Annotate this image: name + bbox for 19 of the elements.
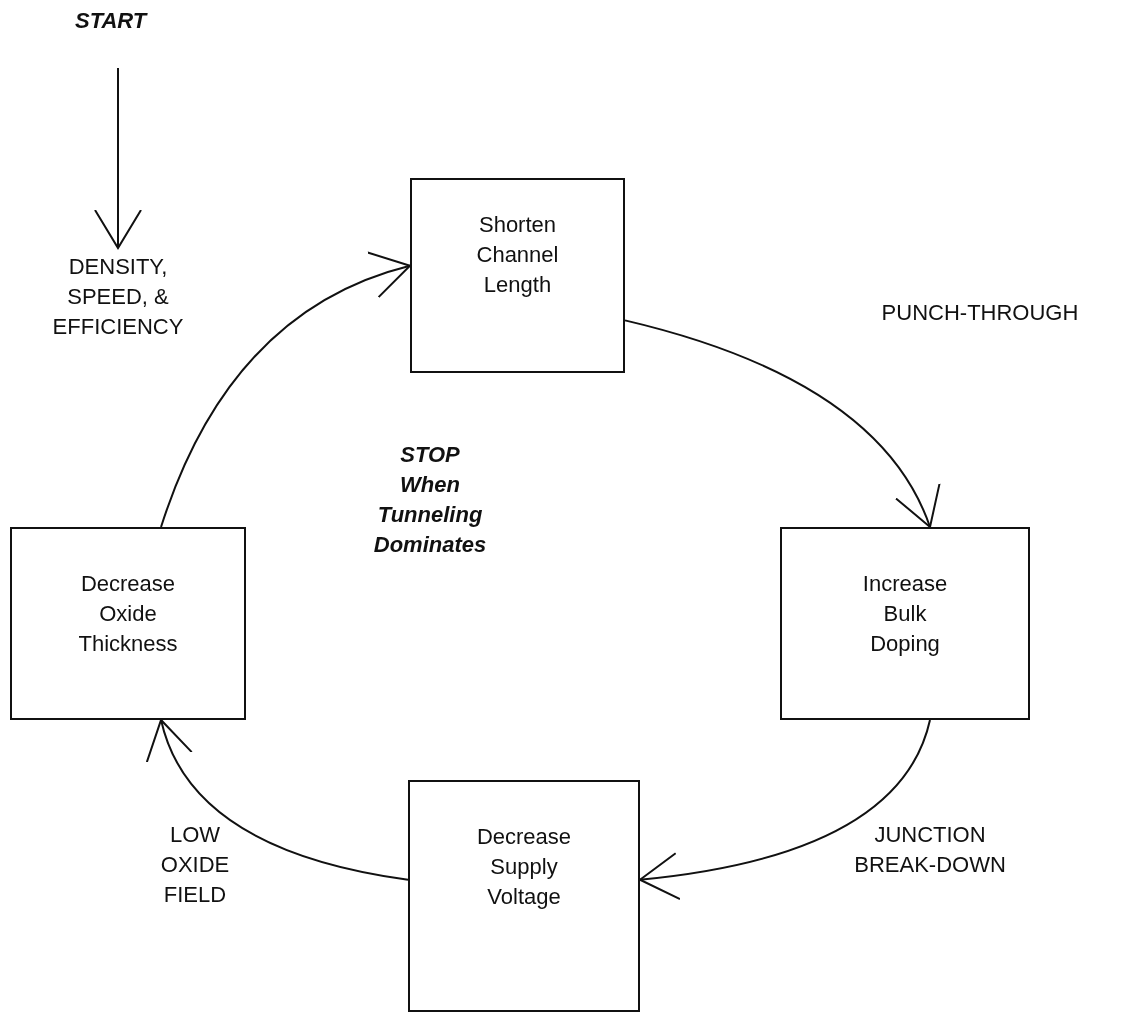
arrow xyxy=(160,253,411,528)
process-box xyxy=(410,178,625,373)
start-text: START xyxy=(75,8,147,34)
edge-label: LOW OXIDE FIELD xyxy=(159,821,231,909)
arrow xyxy=(94,67,142,249)
box-text: Decrease Supply Voltage xyxy=(475,823,573,911)
box-text: Decrease Oxide Thickness xyxy=(77,570,179,658)
box-text: Shorten Channel Length xyxy=(475,211,560,299)
box-text: Increase Bulk Doping xyxy=(861,570,949,658)
process-box xyxy=(408,780,640,1012)
process-box xyxy=(10,527,246,720)
edge-label: DENSITY, SPEED, & EFFICIENCY xyxy=(51,253,185,341)
arrow xyxy=(148,719,409,881)
edge-label: PUNCH-THROUGH xyxy=(880,299,1080,327)
process-box xyxy=(780,527,1030,720)
arrow xyxy=(624,319,938,528)
note-text: STOP When Tunneling Dominates xyxy=(372,441,488,559)
edge-label: JUNCTION BREAK-DOWN xyxy=(853,821,1007,879)
arrow xyxy=(639,719,931,900)
